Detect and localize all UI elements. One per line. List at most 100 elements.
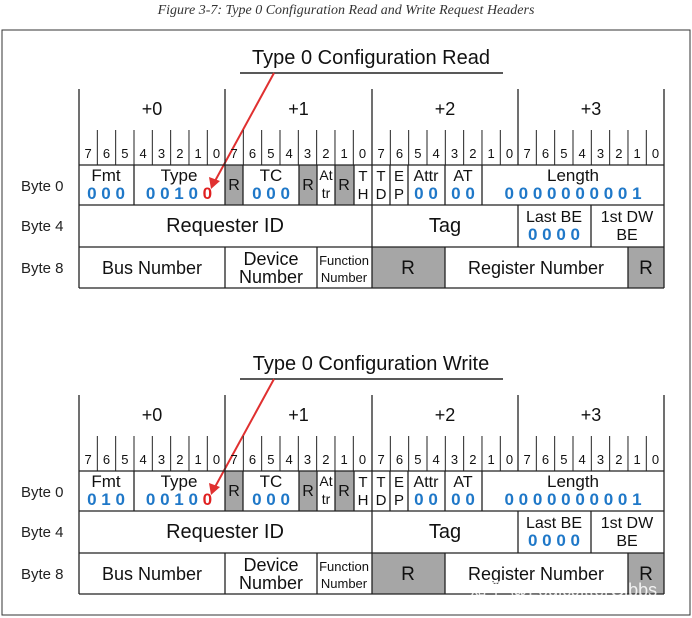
bit-number: 5: [560, 146, 567, 161]
device-number-top: Device: [243, 555, 298, 575]
byte-offset-header: +2: [435, 405, 456, 425]
row-label: Byte 4: [21, 524, 64, 541]
bit-number: 6: [396, 146, 403, 161]
tc-value: 0 0 0: [252, 490, 290, 509]
td-label-top: T: [376, 168, 385, 185]
figure-caption: Figure 3-7: Type 0 Configuration Read an…: [157, 3, 535, 18]
length-value: 0 0 0 0 0 0 0 0 0 1: [504, 184, 641, 203]
function-number-top: Function: [319, 253, 369, 268]
reserved-label: R: [228, 177, 240, 194]
reserved-cell: [225, 471, 243, 511]
bit-number: 1: [341, 452, 348, 467]
tag-field: Tag: [429, 521, 461, 543]
register-number-field: Register Number: [468, 258, 604, 278]
bit-number: 0: [506, 452, 513, 467]
attr-label-top: At: [319, 473, 332, 489]
bit-number: 3: [304, 452, 311, 467]
length-value: 0 0 0 0 0 0 0 0 0 1: [504, 490, 641, 509]
tc-label: TC: [260, 166, 283, 185]
watermark-text: 知乎 @LogicJitterGibbs: [469, 580, 657, 600]
first-dw-be-label-bottom: BE: [616, 533, 637, 550]
bit-number: 1: [634, 452, 641, 467]
bit-number: 7: [231, 452, 238, 467]
bus-number-field: Bus Number: [102, 564, 202, 584]
reserved-label: R: [338, 177, 350, 194]
bit-number: 0: [213, 452, 220, 467]
register-number-field: Register Number: [468, 564, 604, 584]
pointer-arrowhead: [209, 177, 220, 189]
bit-number: 0: [359, 146, 366, 161]
bit-number: 4: [286, 146, 293, 161]
reserved-label: R: [401, 258, 415, 279]
bit-number: 0: [652, 146, 659, 161]
bit-number: 5: [560, 452, 567, 467]
bit-number: 2: [322, 452, 329, 467]
length-label: Length: [547, 166, 599, 185]
row-label: Byte 4: [21, 218, 64, 235]
requester-id-field: Requester ID: [166, 521, 284, 543]
row-label: Byte 8: [21, 260, 64, 277]
bus-number-field: Bus Number: [102, 258, 202, 278]
first-dw-be-label-top: 1st DW: [601, 209, 654, 226]
bit-number: 1: [195, 146, 202, 161]
bit-number: 1: [341, 146, 348, 161]
attr-value: 0 0: [414, 490, 438, 509]
fmt-value: 0 1 0: [87, 490, 125, 509]
type-value: 0 0 1 0 0: [146, 490, 212, 509]
bit-number: 7: [85, 146, 92, 161]
fmt-value: 0 0 0: [87, 184, 125, 203]
reserved-cell: [628, 553, 664, 594]
reserved-label: R: [401, 564, 415, 585]
reserved-cell: [372, 553, 445, 594]
reserved-label: R: [338, 483, 350, 500]
bit-number: 2: [469, 452, 476, 467]
at-label: AT: [453, 474, 472, 491]
type-value: 0 0 1 0 0: [146, 184, 212, 203]
byte-offset-header: +2: [435, 99, 456, 119]
bit-number: 4: [579, 146, 586, 161]
byte-offset-header: +3: [581, 99, 602, 119]
bit-number: 4: [286, 452, 293, 467]
bit-number: 7: [524, 452, 531, 467]
at-label: AT: [453, 168, 472, 185]
attr-label: Attr: [414, 168, 440, 185]
bit-number: 2: [176, 452, 183, 467]
device-number-top: Device: [243, 249, 298, 269]
bit-number: 5: [414, 146, 421, 161]
bit-number: 4: [433, 452, 440, 467]
device-number-bottom: Number: [239, 573, 303, 593]
bit-number: 2: [469, 146, 476, 161]
reserved-cell: [299, 165, 317, 205]
reserved-label: R: [639, 564, 653, 585]
reserved-cell: [335, 165, 354, 205]
bit-number: 6: [103, 146, 110, 161]
function-number-bottom: Number: [321, 576, 368, 591]
bit-number: 7: [85, 452, 92, 467]
attr-value: 0 0: [414, 184, 438, 203]
bit-number: 0: [652, 452, 659, 467]
reserved-cell: [372, 247, 445, 288]
first-dw-be-label-top: 1st DW: [601, 515, 654, 532]
th-label-bottom: H: [358, 186, 369, 203]
bit-number: 2: [176, 146, 183, 161]
bit-number: 6: [249, 452, 256, 467]
bit-number: 7: [378, 452, 385, 467]
reserved-label: R: [639, 258, 653, 279]
reserved-label: R: [302, 177, 314, 194]
td-label-bottom: D: [376, 186, 387, 203]
ep-label-top: E: [394, 474, 404, 491]
tag-field: Tag: [429, 215, 461, 237]
bit-number: 3: [451, 452, 458, 467]
type-value-prefix: 0 0 1 0: [146, 184, 203, 203]
bit-number: 5: [267, 452, 274, 467]
bit-number: 5: [267, 146, 274, 161]
type-value-last-bit: 0: [203, 490, 212, 509]
type-label: Type: [161, 166, 198, 185]
device-number-bottom: Number: [239, 267, 303, 287]
td-label-bottom: D: [376, 492, 387, 509]
fmt-label: Fmt: [91, 472, 121, 491]
th-label-top: T: [358, 168, 367, 185]
byte-offset-header: +1: [288, 405, 309, 425]
bit-number: 3: [597, 146, 604, 161]
